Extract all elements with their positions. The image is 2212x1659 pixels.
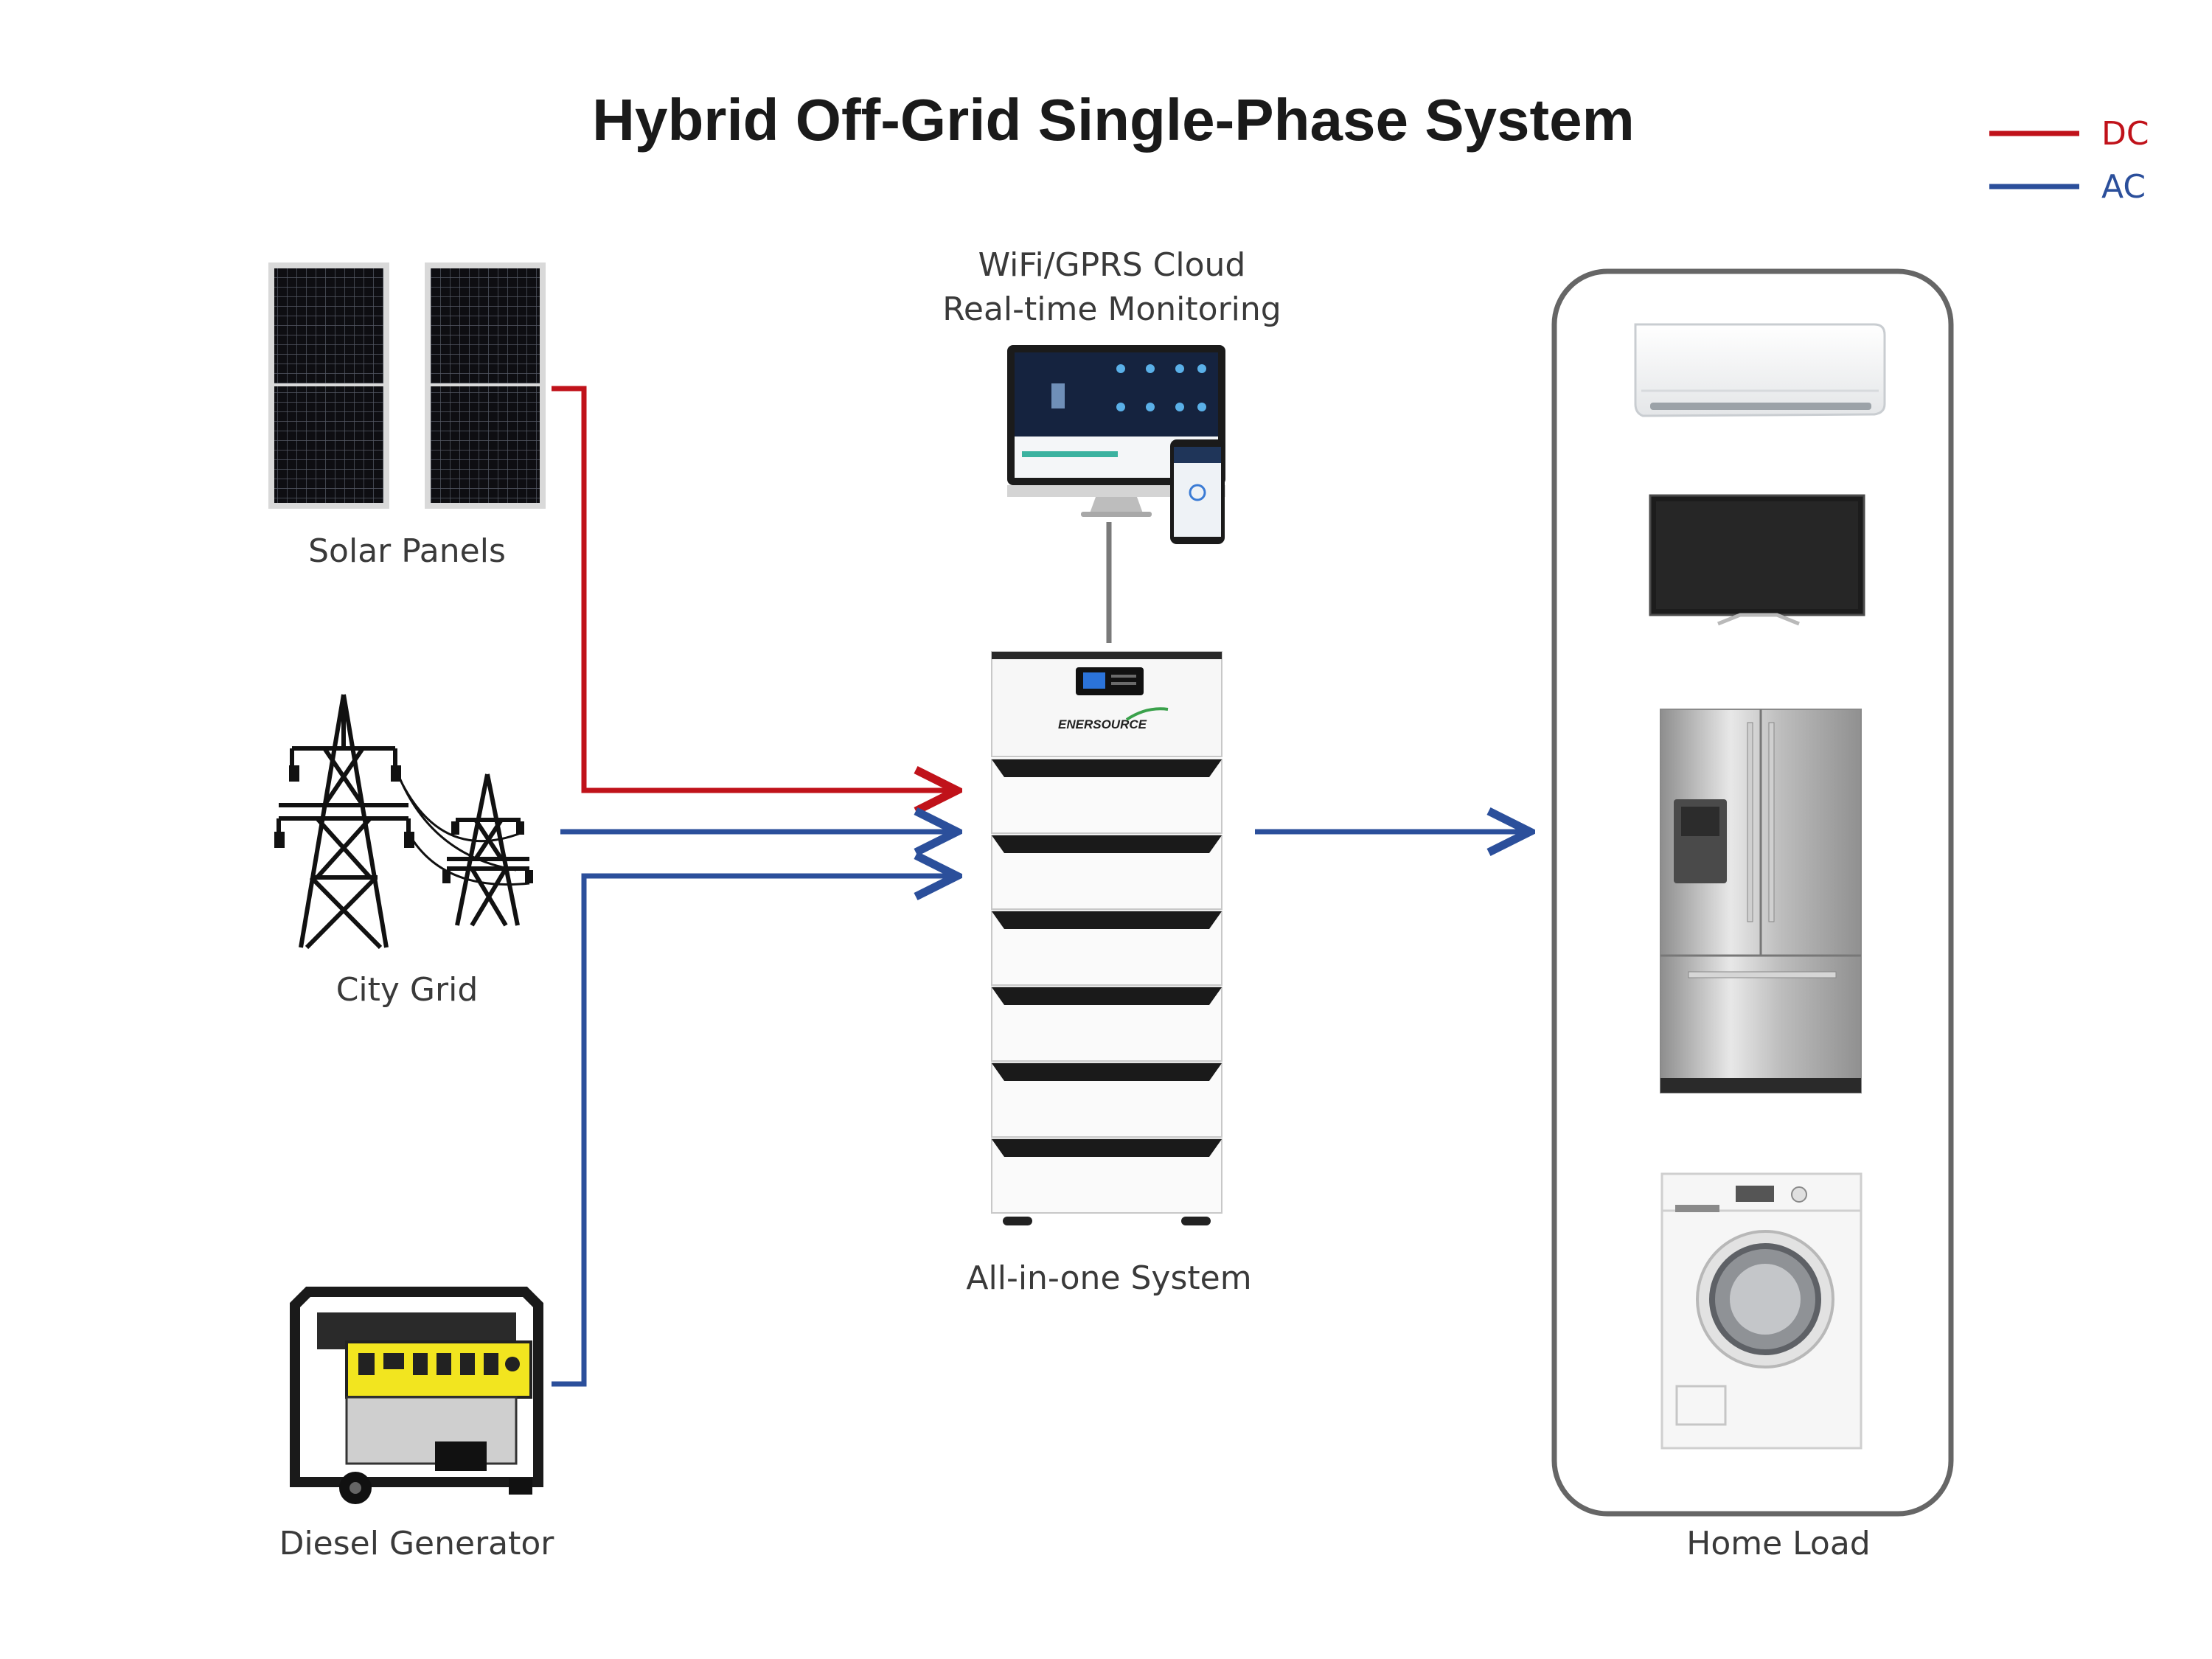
dc-line-solar xyxy=(552,386,957,790)
television-icon xyxy=(1649,494,1865,626)
ac-line-generator xyxy=(552,876,957,1387)
legend: DC AC xyxy=(1989,115,2149,206)
home-load-label: Home Load xyxy=(1686,1525,1870,1562)
washing-machine-icon xyxy=(1660,1172,1863,1450)
battery-module xyxy=(991,987,1222,1062)
battery-module xyxy=(991,759,1222,834)
monitoring-label-line2: Real-time Monitoring xyxy=(942,291,1281,328)
solar-panel-icon xyxy=(268,262,546,509)
monitor-phone-icon xyxy=(1007,345,1225,544)
transmission-tower-icon xyxy=(274,694,533,950)
city-grid-label: City Grid xyxy=(336,971,479,1009)
diesel-generator-label: Diesel Generator xyxy=(279,1525,555,1562)
refrigerator-icon xyxy=(1660,709,1862,1093)
battery-module xyxy=(991,1062,1222,1138)
home-load-frame xyxy=(1551,268,1954,1517)
brand-logo: ENERSOURCE xyxy=(1058,717,1147,731)
solar-panels-label: Solar Panels xyxy=(308,532,506,570)
air-conditioner-icon xyxy=(1634,323,1886,417)
battery-module xyxy=(991,911,1222,986)
battery-module xyxy=(991,1138,1222,1214)
diesel-generator-icon xyxy=(290,1287,543,1504)
page-title: Hybrid Off-Grid Single-Phase System xyxy=(592,87,1635,153)
monitoring-label-line1: WiFi/GPRS Cloud xyxy=(978,246,1246,284)
battery-stack-icon: ENERSOURCE xyxy=(991,651,1222,1225)
battery-module xyxy=(991,835,1222,910)
legend-ac-label: AC xyxy=(2101,168,2146,206)
legend-dc-label: DC xyxy=(2101,115,2149,153)
all-in-one-system-label: All-in-one System xyxy=(966,1259,1251,1297)
